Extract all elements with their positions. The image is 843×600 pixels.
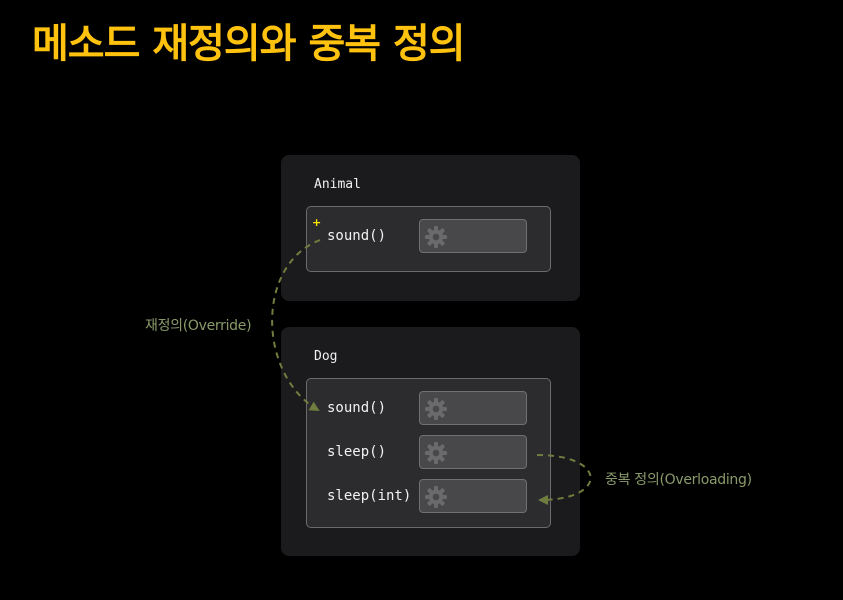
override-label: 재정의(Override) [145, 318, 252, 334]
method-name: sound() [327, 400, 387, 416]
plus-marker: + [312, 216, 322, 229]
override-arrow [271, 239, 321, 412]
dog-class-box: Dog sound() sleep() sleep(int) [281, 327, 580, 556]
method-implementation-box [419, 391, 527, 425]
method-implementation-box [419, 219, 527, 253]
method-row-dog-sound: sound() [307, 391, 550, 427]
method-name: sleep(int) [327, 488, 412, 504]
method-row-dog-sleep-int: sleep(int) [307, 479, 550, 515]
animal-methods-panel: + sound() [306, 206, 551, 272]
method-row-dog-sleep: sleep() [307, 435, 550, 471]
dog-methods-panel: sound() sleep() sleep(int) [306, 378, 551, 528]
method-row-animal-sound: sound() [307, 219, 550, 255]
page-title: 메소드 재정의와 중복 정의 [32, 21, 466, 67]
animal-class-box: Animal + sound() [281, 155, 580, 301]
method-implementation-box [419, 435, 527, 469]
overloading-label: 중복 정의(Overloading) [605, 472, 752, 488]
overloading-arrow [536, 454, 592, 505]
class-name-animal: Animal [314, 177, 361, 192]
method-name: sound() [327, 228, 387, 244]
class-name-dog: Dog [314, 349, 338, 364]
method-name: sleep() [327, 444, 387, 460]
method-implementation-box [419, 479, 527, 513]
